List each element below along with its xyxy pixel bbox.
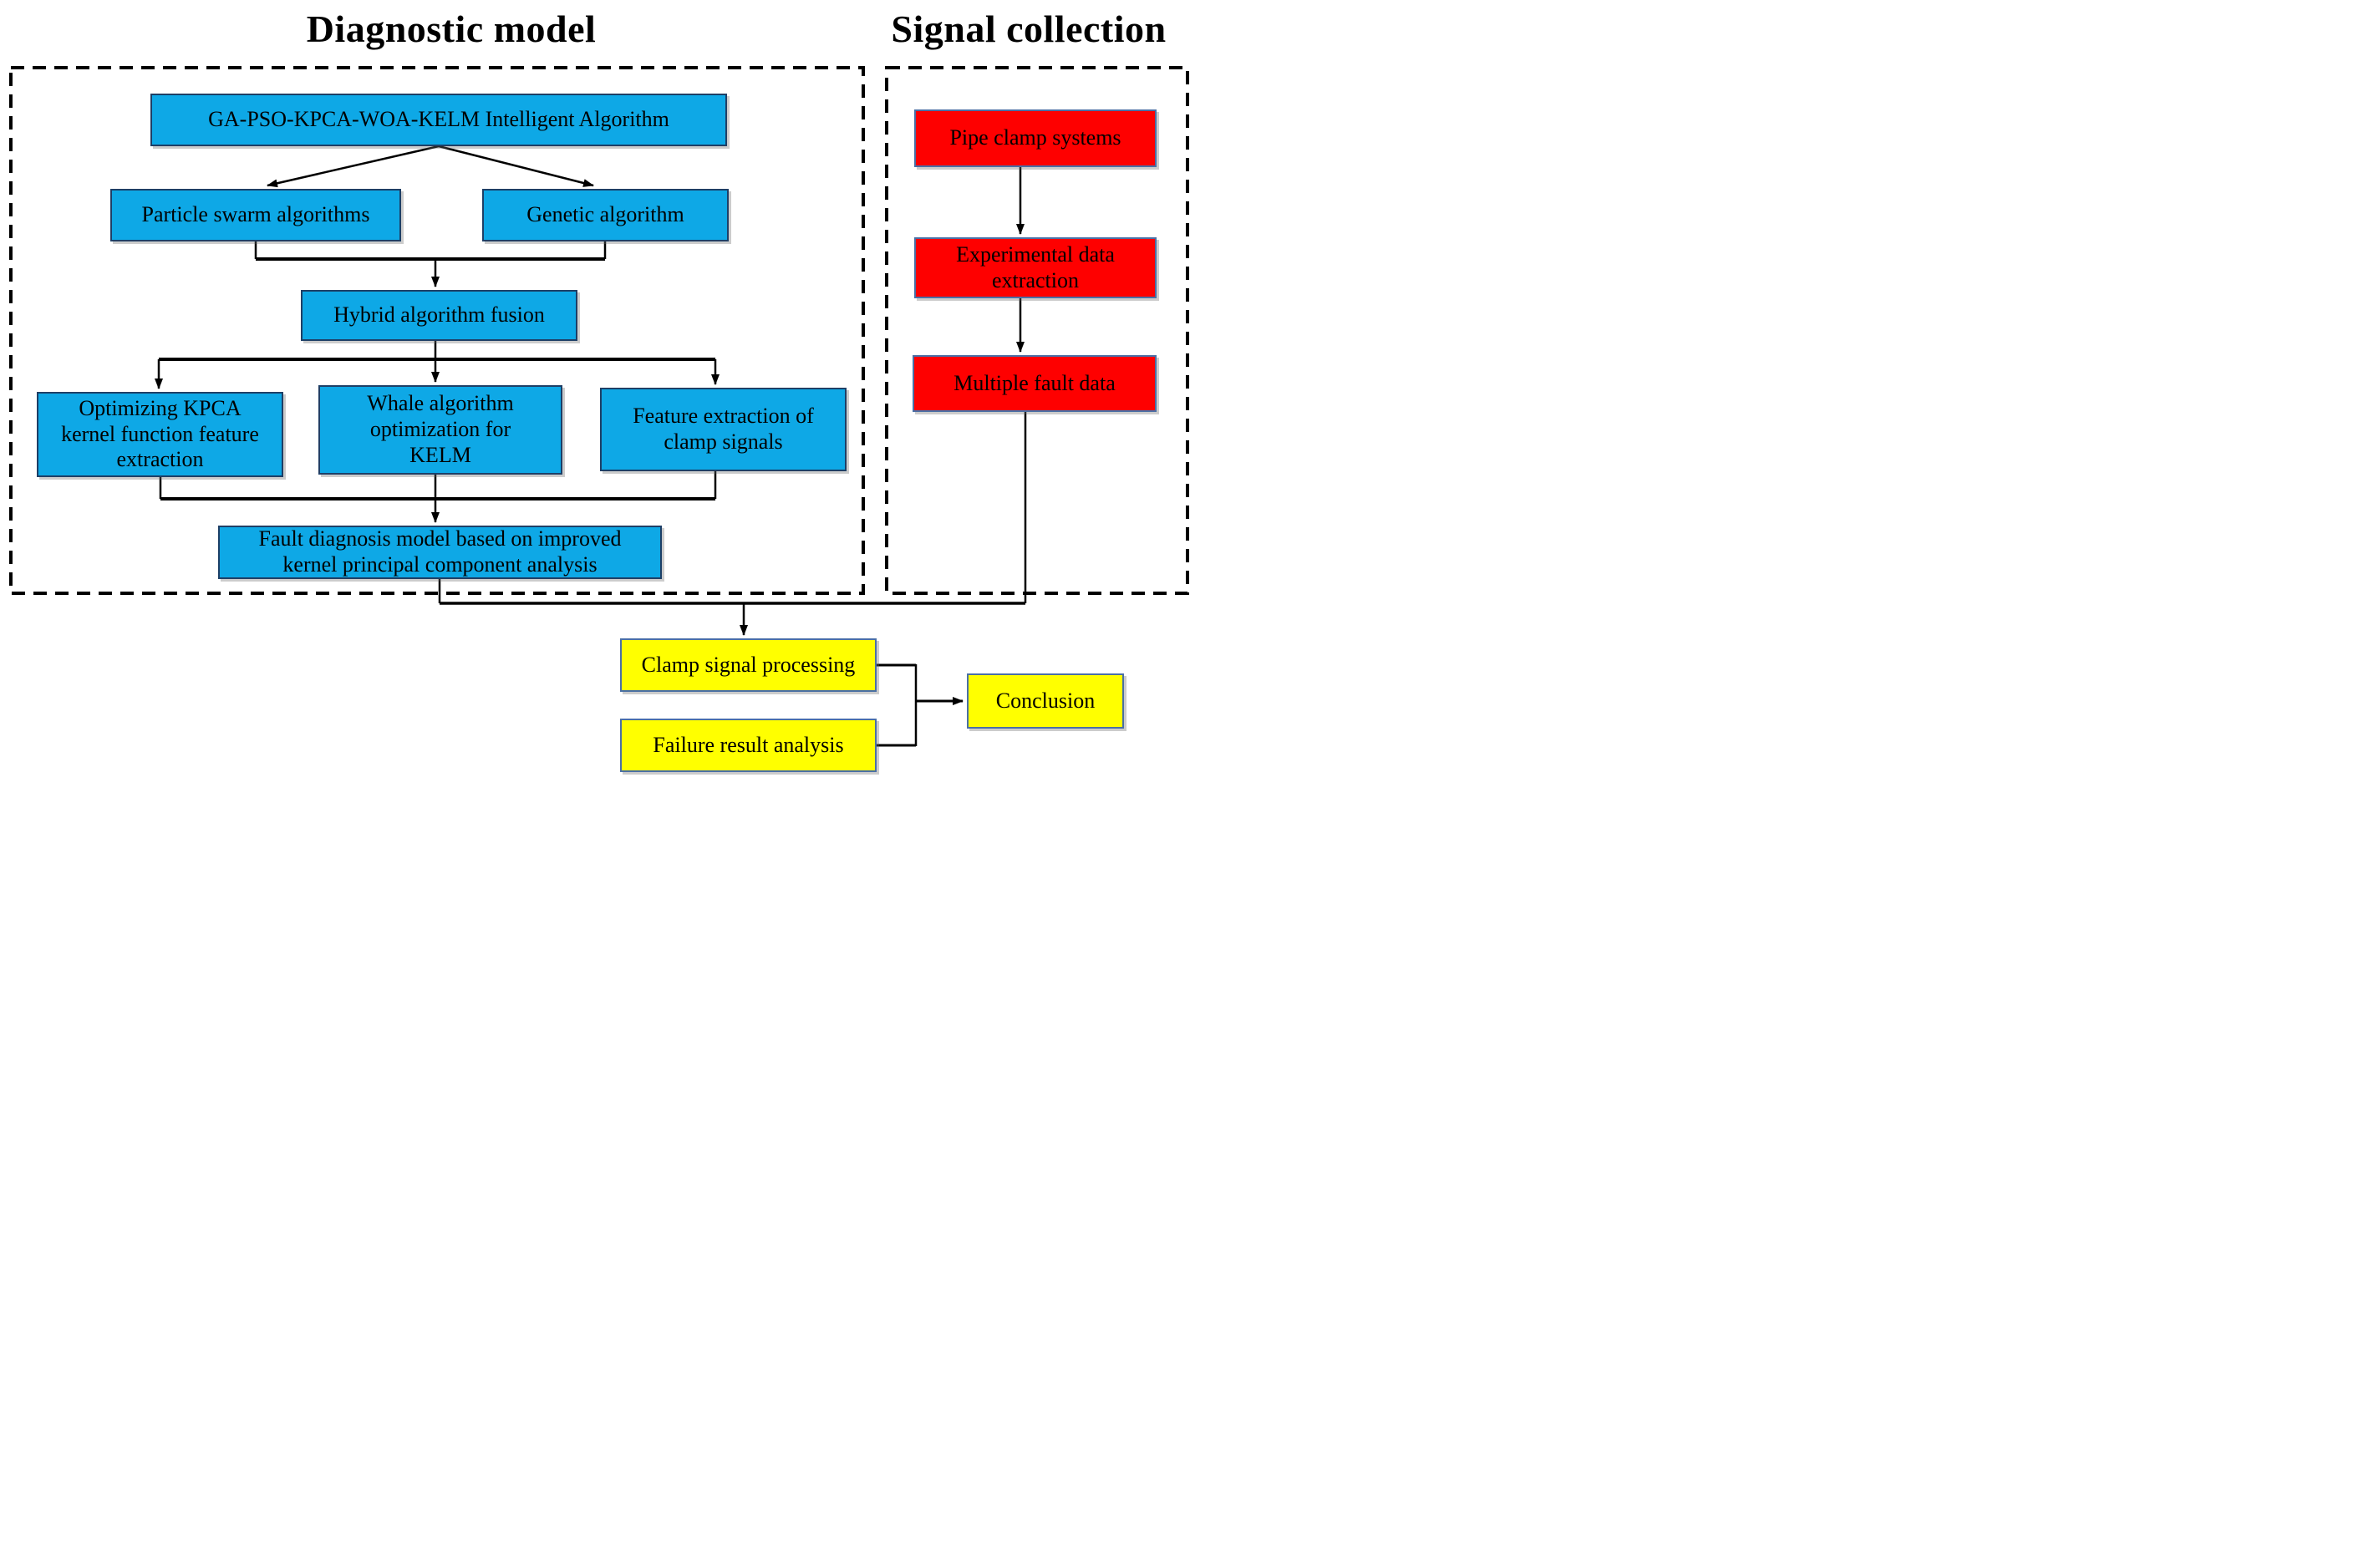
box-feature-extraction: Feature extraction of clamp signals bbox=[600, 388, 847, 471]
box-kpca-feature: Optimizing KPCA kernel function feature … bbox=[37, 392, 283, 477]
box-intelligent-algorithm: GA-PSO-KPCA-WOA-KELM Intelligent Algorit… bbox=[150, 94, 727, 146]
connector-ga-to-genetic bbox=[438, 145, 594, 187]
flow-arrows bbox=[155, 145, 1027, 747]
dashed-containers bbox=[9, 66, 1189, 595]
box-particle-swarm: Particle swarm algorithms bbox=[110, 189, 401, 241]
diagnostic-model-title: Diagnostic model bbox=[306, 8, 597, 50]
box-genetic-algorithm: Genetic algorithm bbox=[482, 189, 729, 241]
box-multiple-fault-data: Multiple fault data bbox=[913, 355, 1157, 412]
box-clamp-signal-processing: Clamp signal processing bbox=[620, 638, 877, 692]
connector-ga-to-pso bbox=[267, 145, 440, 188]
box-pipe-clamp-systems: Pipe clamp systems bbox=[914, 109, 1157, 167]
box-failure-result-analysis: Failure result analysis bbox=[620, 719, 877, 772]
signal-collection-title: Signal collection bbox=[891, 8, 1167, 50]
flowchart-canvas: Diagnostic model Signal collection GA-PS… bbox=[0, 0, 1190, 783]
box-conclusion: Conclusion bbox=[967, 673, 1124, 729]
box-fault-diagnosis-model: Fault diagnosis model based on improved … bbox=[218, 526, 662, 579]
box-hybrid-fusion: Hybrid algorithm fusion bbox=[301, 290, 577, 341]
box-whale-kelm: Whale algorithm optimization for KELM bbox=[318, 385, 562, 475]
diagnostic-model-container bbox=[9, 66, 865, 595]
connector-layer bbox=[9, 66, 1189, 747]
box-experimental-data: Experimental data extraction bbox=[914, 237, 1157, 298]
